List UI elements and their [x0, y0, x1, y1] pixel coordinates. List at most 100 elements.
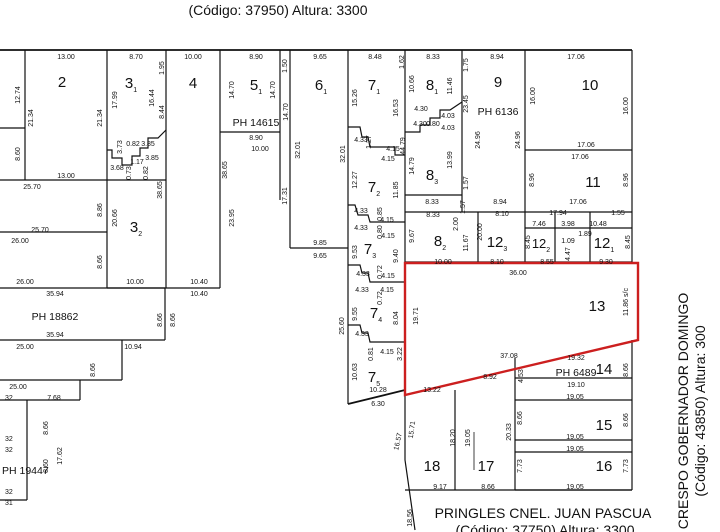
dimension-label: 4.03	[441, 125, 455, 132]
lot-7-1: 71	[368, 77, 380, 96]
dimension-label: 8.70	[129, 54, 143, 61]
dimension-label: 37.08	[500, 353, 518, 360]
dimension-label: 0.72	[377, 265, 384, 279]
dimension-label: 16.57	[393, 432, 404, 451]
street-label-top: (Código: 37950) Altura: 3300	[188, 2, 367, 18]
dimension-label: 8.66	[481, 484, 495, 491]
dimension-label: 17.06	[571, 154, 589, 161]
street-name-right: CRESPO GOBERNADOR DOMINGO	[675, 293, 691, 530]
dimension-label: 9.65	[313, 54, 327, 61]
dimension-label: 35.94	[46, 291, 64, 298]
dimension-label: 3.73	[117, 140, 124, 154]
dimension-label: 21.34	[28, 109, 35, 127]
ph-14615: PH 14615	[233, 117, 280, 129]
dimension-label: 8.94	[490, 54, 504, 61]
dimension-label: 11.67	[463, 234, 470, 251]
dimension-label: 0.73	[126, 166, 133, 180]
lot-2: 2	[58, 74, 66, 91]
dimension-label: 8.55	[540, 259, 554, 266]
dimension-label: 6.30	[371, 401, 385, 408]
dimension-label: 4.33	[355, 287, 369, 294]
lot-17: 17	[478, 458, 495, 475]
dimension-label: 32.01	[340, 145, 347, 163]
dimension-label: 25.00	[9, 384, 27, 391]
dimensions-horizontal: 13.00 8.70 10.00 8.90 9.65 8.48 8.33 8.9…	[5, 54, 625, 507]
dimension-label: 4.47	[565, 247, 572, 261]
ph-19447: PH 19447	[2, 465, 49, 477]
dimension-label: 4.30	[413, 121, 427, 128]
dimension-label: 8.66	[157, 313, 164, 327]
dimension-label: 8.66	[623, 413, 630, 427]
dimension-label: 1.55	[611, 210, 625, 217]
dimension-label: 7.68	[47, 395, 61, 402]
dimension-label: 3.22	[397, 347, 404, 361]
dimension-label: 8.33	[426, 54, 440, 61]
dimension-label: 1.75	[463, 58, 470, 72]
dimension-label: 4.15	[380, 349, 394, 356]
lot-10: 10	[582, 77, 599, 94]
dimension-label: 23.45	[463, 95, 470, 113]
dimension-label: 0.82	[143, 166, 150, 180]
dimension-label: 19.05	[566, 484, 584, 491]
dimension-label: 25.70	[31, 227, 49, 234]
dimension-label: 9.30	[599, 259, 613, 266]
lot-15: 15	[596, 417, 613, 434]
dimension-label: 25.70	[23, 184, 41, 191]
dimension-label: 8.66	[170, 313, 177, 327]
lot-12-1: 121	[594, 235, 615, 254]
dimension-label: 9.40	[393, 249, 400, 263]
dimension-label: 32	[5, 436, 13, 443]
dimension-label: 11.46	[447, 77, 454, 94]
dimension-label: 11.85	[393, 181, 400, 198]
dimension-label: 14.70	[283, 103, 290, 121]
street-label-right: CRESPO GOBERNADOR DOMINGO (Código: 43850…	[675, 293, 708, 530]
dimension-label: 32	[5, 447, 13, 454]
dimension-label: 13.00	[57, 54, 75, 61]
dimension-label: 14.70	[229, 81, 236, 99]
dimension-label: 10.94	[124, 344, 142, 351]
ph-6136: PH 6136	[478, 106, 519, 118]
dimension-label: 17.94	[549, 210, 567, 217]
dimension-label: 16.00	[530, 87, 537, 105]
lot-8-3: 83	[426, 167, 438, 186]
dimension-label: 17.62	[57, 447, 64, 465]
lot-8-1: 81	[426, 77, 438, 96]
dimension-label: 7.73	[623, 459, 630, 473]
dimension-label: 4.33	[354, 137, 368, 144]
dimension-label: 13.99	[447, 151, 454, 169]
lot-7-3: 73	[364, 241, 376, 260]
highlighted-lot-13[interactable]	[403, 261, 640, 397]
dimension-label: 16.44	[149, 89, 156, 107]
dimension-label: 15.71	[408, 421, 417, 439]
dimension-label: 8.86	[97, 203, 104, 217]
dimension-label: 31	[5, 500, 13, 507]
dimension-label: 26.00	[11, 238, 29, 245]
dimension-label: 8.90	[249, 135, 263, 142]
dimension-label: 14.70	[270, 81, 277, 99]
dimension-label: 16.53	[393, 99, 400, 117]
dimension-label: 1.09	[561, 238, 575, 245]
dimension-label: 1.57	[460, 200, 467, 214]
dimension-label: 3.98	[561, 221, 575, 228]
dimension-label: 1.95	[159, 61, 166, 75]
dimension-label: 12.27	[352, 171, 359, 189]
dimension-label: 20.00	[477, 223, 484, 241]
dimension-label: 12.74	[15, 86, 22, 104]
dimension-label: 4.15	[381, 273, 395, 280]
dimension-label: 32.01	[295, 141, 302, 159]
lot-7-2: 72	[368, 179, 380, 198]
dimension-label: 4.33	[356, 271, 370, 278]
dimension-label: 8.60	[43, 459, 50, 473]
dimension-label: 4.53	[518, 369, 525, 383]
dimension-label: 8.33	[426, 212, 440, 219]
dimension-label: 1.62	[399, 55, 406, 69]
dimension-label: 10.63	[352, 363, 359, 381]
dimension-label: 8.96	[529, 173, 536, 187]
lot-14: 14	[596, 361, 613, 378]
dimension-label: 4.33	[354, 208, 368, 215]
dimension-label: 10.00	[184, 54, 202, 61]
dimension-label: 4.15	[380, 287, 394, 294]
dimension-label: 9.53	[352, 245, 359, 259]
dimension-label: 4.15	[386, 146, 400, 153]
